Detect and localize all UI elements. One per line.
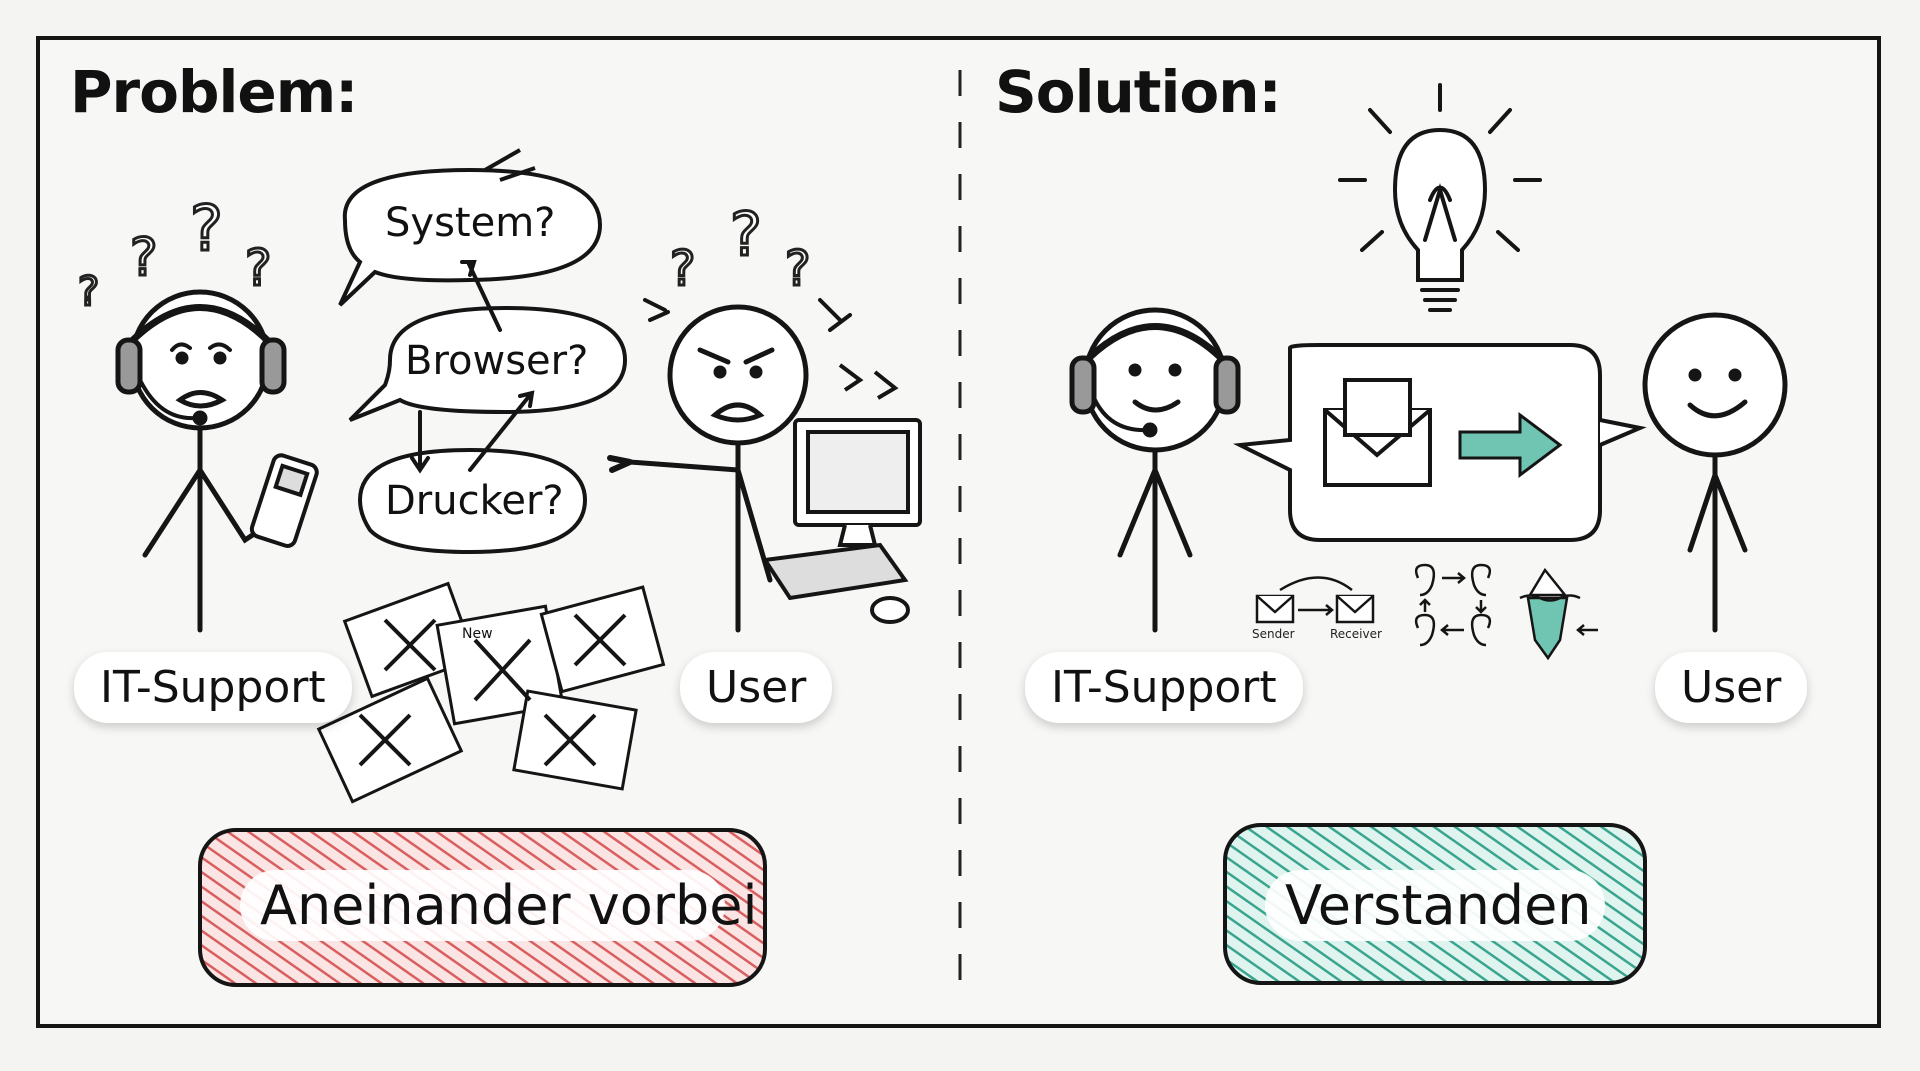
ear-icon (1414, 563, 1492, 647)
question-mark-icon: ? ? ? ? (77, 191, 274, 317)
paper-note: New (462, 626, 493, 642)
arrow-right-icon (1458, 412, 1563, 478)
svg-text:?: ? (130, 228, 158, 288)
solution-user-label: User (1655, 652, 1808, 723)
user-happy-figure (1642, 312, 1788, 633)
solution-banner-text: Verstanden (1265, 870, 1605, 941)
bubble-browser: Browser? (405, 338, 589, 384)
question-mark-icon: ? ? ? (669, 199, 812, 299)
svg-text:?: ? (730, 200, 762, 270)
phone-icon (249, 453, 319, 548)
model-sender-label: Sender (1252, 627, 1295, 641)
confusion-bubbles (338, 148, 628, 555)
svg-text:?: ? (190, 192, 223, 265)
iceberg-icon (1519, 567, 1598, 661)
it-support-happy-figure (1069, 307, 1241, 633)
problem-banner-text: Aneinander vorbei (240, 870, 758, 941)
solution-heading: Solution: (995, 58, 1282, 126)
crossed-out-papers (316, 581, 666, 804)
bubble-system: System? (385, 200, 556, 246)
it-support-stressed-figure (115, 289, 287, 633)
bubble-drucker: Drucker? (385, 478, 564, 524)
svg-text:?: ? (78, 269, 99, 315)
lightbulb-icon (1338, 83, 1542, 312)
svg-text:?: ? (785, 241, 810, 297)
user-angry-figure (607, 298, 852, 633)
message-bubble (1232, 343, 1647, 542)
svg-text:?: ? (670, 241, 695, 297)
solution-it-support-label: IT-Support (1025, 652, 1303, 723)
problem-user-label: User (680, 652, 833, 723)
svg-text:?: ? (245, 239, 272, 297)
bubble-arrows (410, 260, 535, 474)
model-receiver-label: Receiver (1330, 627, 1382, 641)
envelope-icon (1323, 378, 1432, 487)
problem-it-support-label: IT-Support (74, 652, 352, 723)
sender-receiver-model (1255, 576, 1375, 624)
computer-icon (761, 363, 922, 624)
problem-heading: Problem: (70, 58, 358, 126)
